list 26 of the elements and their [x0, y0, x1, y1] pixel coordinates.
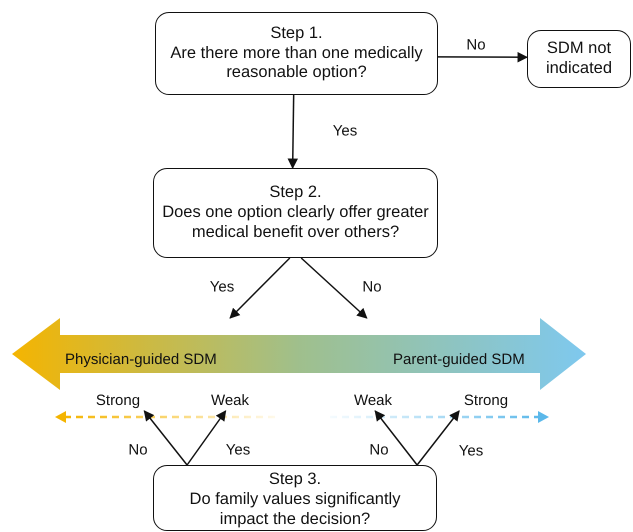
decision-box	[155, 12, 438, 95]
step-heading: Step 2.	[269, 183, 322, 204]
arrow	[416, 410, 460, 466]
box-text: SDM not indicated	[544, 39, 614, 79]
arrow	[229, 257, 290, 319]
step-question: Do family values significantly impact the decision?	[188, 490, 402, 530]
scale-label: Strong	[90, 391, 146, 411]
outcome-box	[527, 30, 631, 88]
arrow	[288, 94, 298, 170]
decision-box	[153, 465, 437, 531]
step-heading: Step 1.	[270, 24, 323, 44]
step-heading: Step 3.	[268, 470, 322, 490]
arrow	[374, 410, 418, 466]
arrow	[300, 257, 368, 319]
decision-box	[153, 168, 438, 258]
step-question: Are there more than one medically reasonable option?	[169, 44, 424, 84]
double-arrow-band	[12, 318, 586, 390]
band-label: Parent-guided SDM	[393, 351, 525, 368]
arrow	[144, 410, 188, 466]
arrow	[186, 410, 226, 466]
arrow	[438, 52, 528, 62]
step-question: Does one option clearly offer greater medical benefit over others?	[162, 203, 429, 243]
scale-label: Weak	[351, 391, 395, 411]
band-label: Physician-guided SDM	[65, 351, 217, 368]
scale-label: Strong	[458, 391, 514, 411]
scale-label: Weak	[208, 391, 252, 411]
